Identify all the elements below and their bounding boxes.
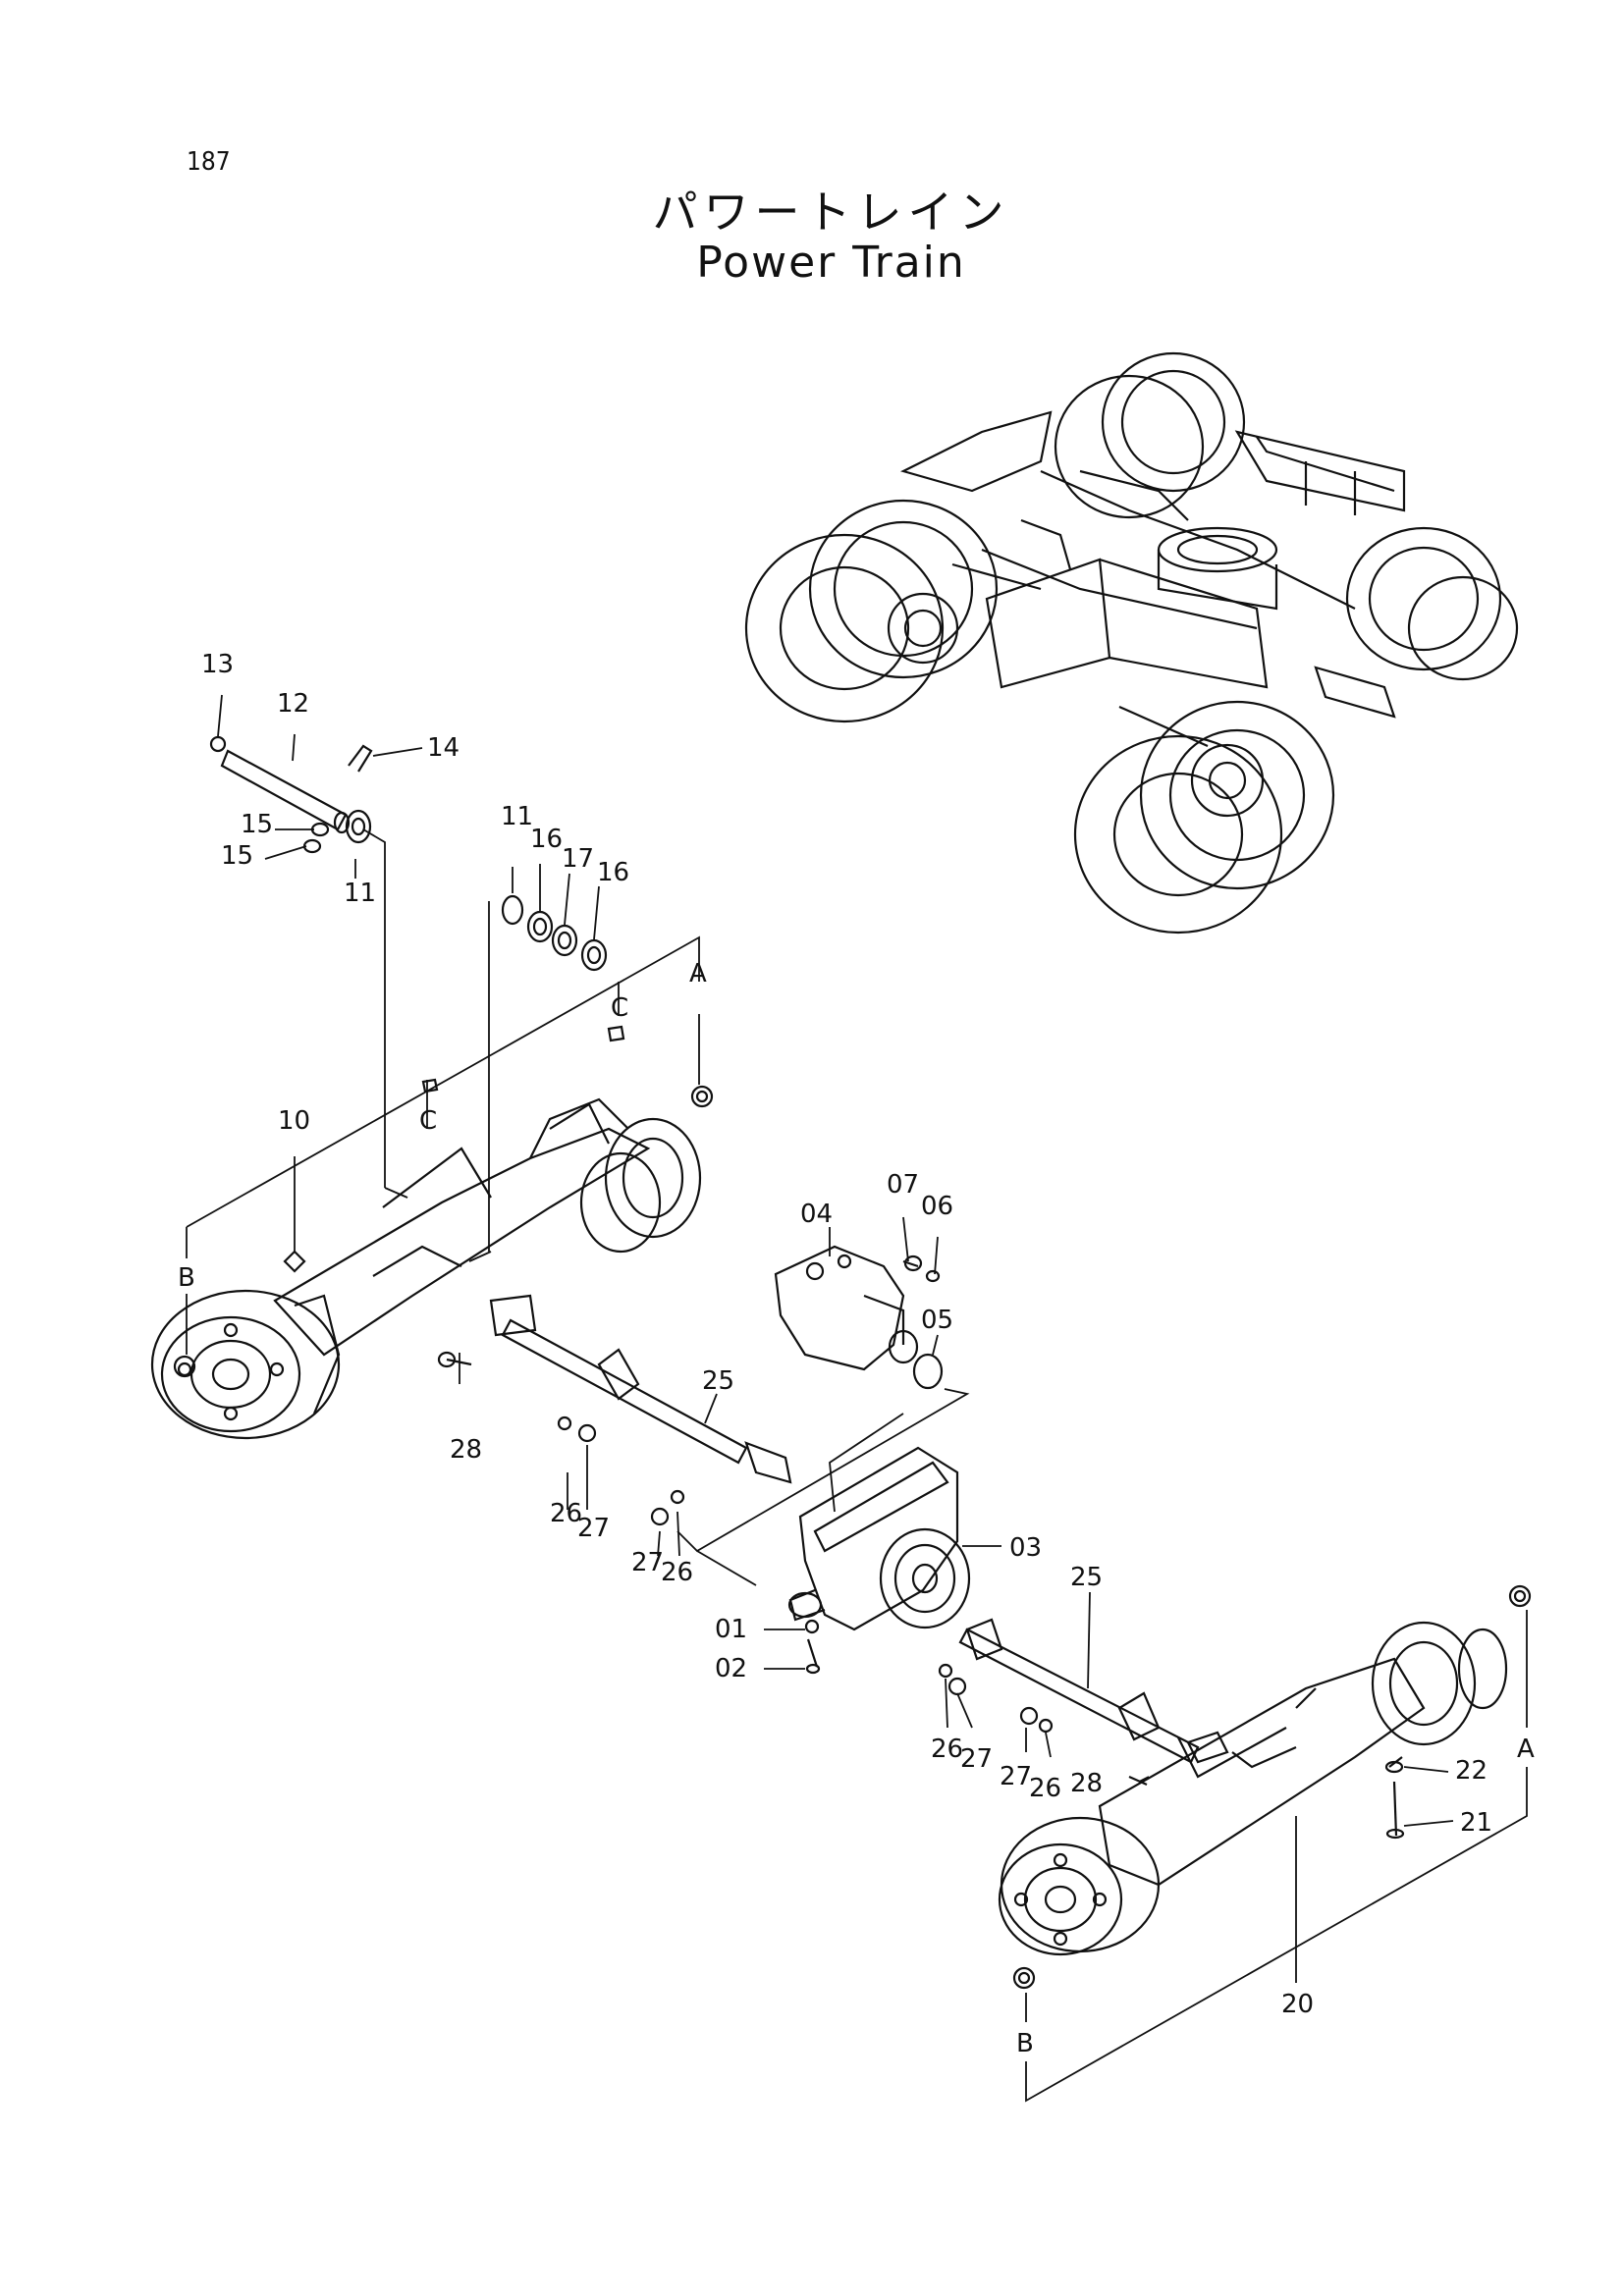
callout-25a: 25 bbox=[702, 1366, 734, 1396]
ref-A-front: A bbox=[689, 959, 707, 988]
callout-05: 05 bbox=[921, 1306, 953, 1335]
callout-07: 07 bbox=[887, 1170, 919, 1200]
callout-03: 03 bbox=[1009, 1533, 1042, 1563]
ref-C-left: C bbox=[419, 1106, 437, 1136]
callout-06: 06 bbox=[921, 1192, 953, 1221]
callout-16a: 16 bbox=[530, 825, 563, 854]
callout-11b: 11 bbox=[501, 802, 533, 831]
callout-28a: 28 bbox=[450, 1435, 482, 1465]
callout-12: 12 bbox=[277, 689, 309, 719]
callout-26c: 26 bbox=[931, 1735, 963, 1764]
callout-27d: 27 bbox=[1000, 1762, 1032, 1791]
title-english: Power Train bbox=[696, 238, 966, 288]
ref-B-front: B bbox=[178, 1263, 195, 1293]
callout-04: 04 bbox=[800, 1200, 833, 1229]
transfer-case bbox=[787, 1446, 971, 1675]
callout-27a: 27 bbox=[577, 1514, 610, 1543]
callout-22: 22 bbox=[1455, 1756, 1488, 1786]
rear-axle-assembly bbox=[998, 1584, 1532, 1990]
callout-26d: 26 bbox=[1029, 1774, 1061, 1803]
callout-26b: 26 bbox=[661, 1558, 693, 1587]
ref-C-right: C bbox=[611, 993, 628, 1023]
leader-lines bbox=[186, 694, 1528, 2103]
callout-15a: 15 bbox=[241, 810, 273, 839]
machine-overview bbox=[744, 351, 1519, 934]
callout-25b: 25 bbox=[1070, 1563, 1103, 1592]
callout-27c: 27 bbox=[960, 1744, 993, 1774]
callout-28b: 28 bbox=[1070, 1769, 1103, 1798]
callout-21: 21 bbox=[1460, 1808, 1492, 1838]
ref-A-rear: A bbox=[1517, 1735, 1535, 1764]
callout-14: 14 bbox=[427, 733, 460, 763]
ref-B-rear: B bbox=[1016, 2029, 1034, 2058]
callout-20: 20 bbox=[1281, 1990, 1314, 2019]
callout-27b: 27 bbox=[631, 1548, 664, 1577]
title-japanese: パワートレイン bbox=[652, 186, 1010, 239]
callout-labels: 13 12 14 15 15 11 11 16 17 16 A C C 10 B… bbox=[178, 650, 1535, 2058]
callout-17: 17 bbox=[562, 844, 594, 874]
callout-13: 13 bbox=[201, 650, 234, 679]
pump-assembly bbox=[774, 1245, 944, 1390]
callout-10: 10 bbox=[278, 1106, 310, 1136]
callout-26a: 26 bbox=[550, 1499, 582, 1528]
callout-02: 02 bbox=[715, 1654, 747, 1683]
callout-01: 01 bbox=[715, 1615, 747, 1644]
callout-15b: 15 bbox=[221, 841, 253, 871]
page-number: 187 bbox=[187, 147, 231, 177]
callout-16b: 16 bbox=[597, 858, 629, 887]
front-axle-assembly bbox=[150, 735, 714, 1440]
callout-11a: 11 bbox=[344, 879, 376, 908]
